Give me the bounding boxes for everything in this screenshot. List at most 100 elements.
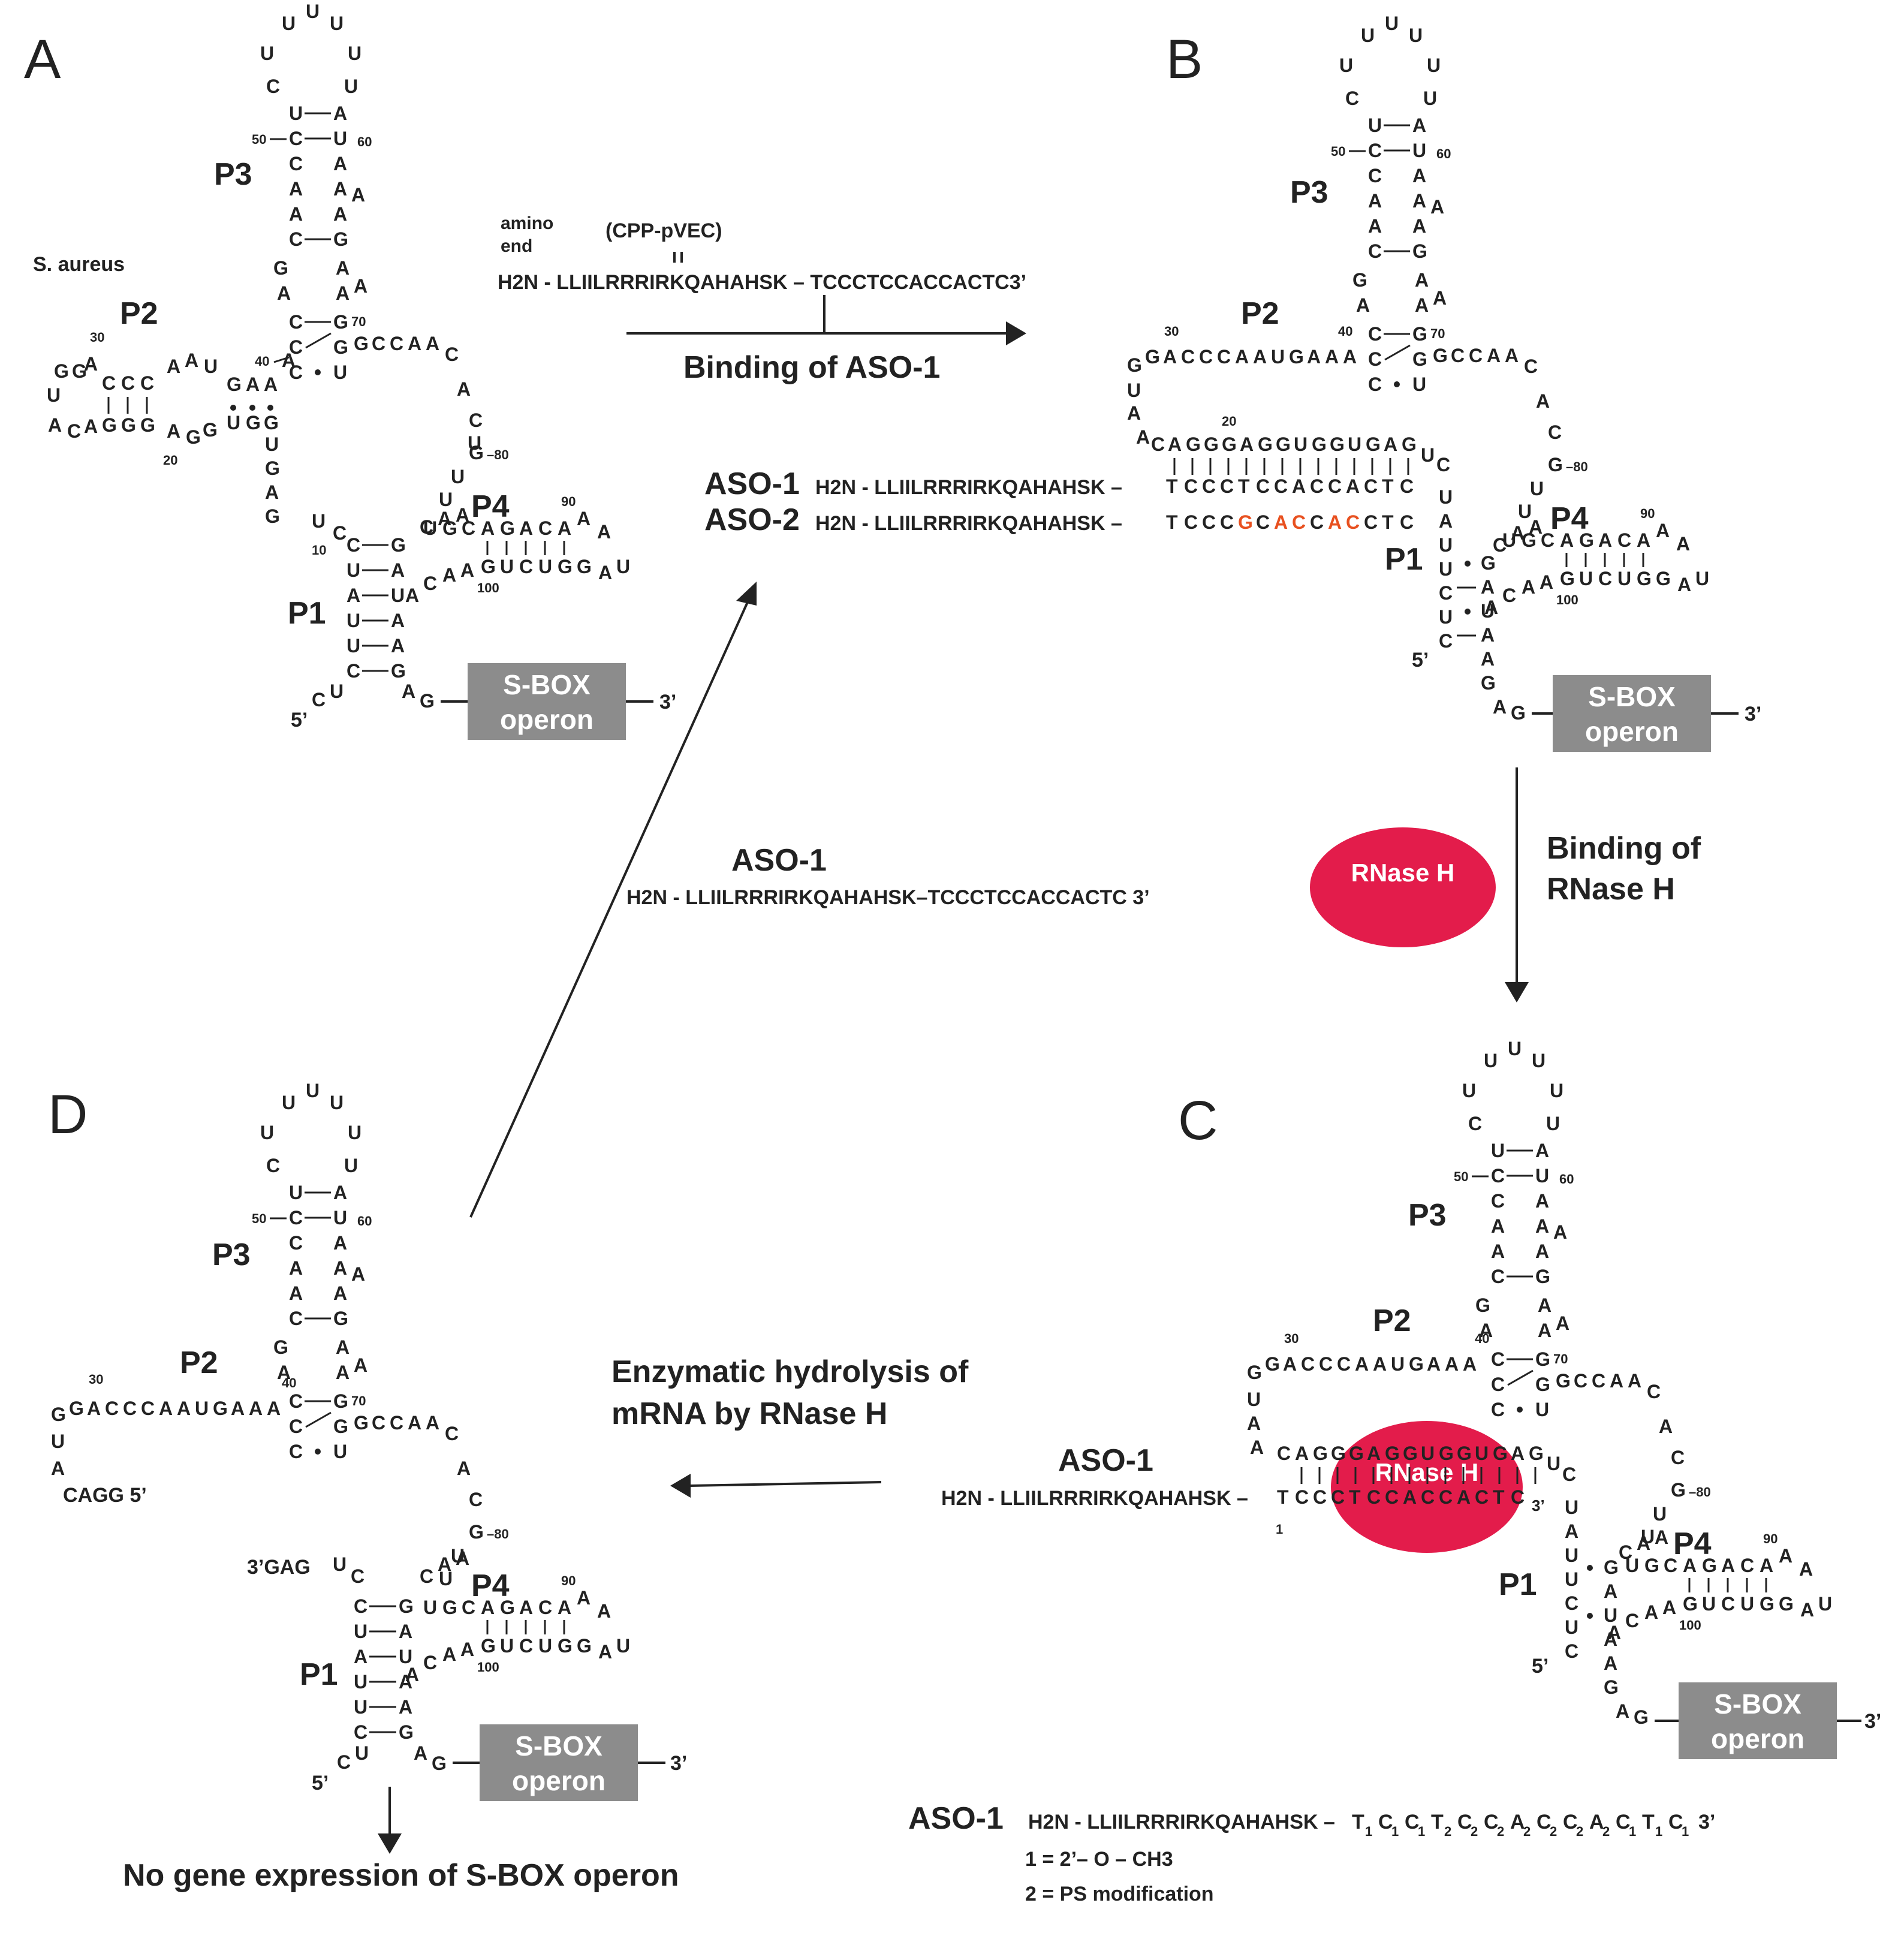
base-pair-bond — [1384, 344, 1411, 361]
position-number: 30 — [1284, 1331, 1299, 1346]
nucleotide: U — [227, 412, 240, 433]
nucleotide: G — [1656, 568, 1671, 589]
nucleotide: C — [1439, 582, 1453, 604]
nucleotide: G — [1529, 1443, 1544, 1464]
wobble-pair-dot — [1465, 561, 1471, 567]
nucleotide: C — [390, 1412, 403, 1434]
nucleotide: U — [330, 1092, 344, 1113]
nucleotide: A — [1430, 196, 1444, 218]
legend-base: C — [1484, 1811, 1499, 1833]
nucleotide: U — [1502, 529, 1516, 551]
nucleotide: A — [598, 562, 612, 583]
nucleotide: U — [260, 43, 274, 64]
nucleotide: C — [519, 556, 533, 577]
nucleotide: U — [355, 1742, 369, 1764]
legend-modification-index: 1 — [1655, 1824, 1662, 1839]
legend-modification-index: 2 — [1497, 1824, 1504, 1839]
nucleotide: A — [399, 1696, 412, 1718]
position-number: 100 — [477, 580, 499, 595]
nucleotide: A — [282, 350, 296, 371]
nucleotide: C — [1292, 511, 1306, 533]
nucleotide: C — [289, 1416, 303, 1437]
nucleotide: G — [1186, 433, 1201, 455]
nucleotide: C — [1502, 585, 1516, 606]
nucleotide: G — [481, 556, 496, 577]
nucleotide: G — [1475, 1294, 1490, 1316]
nucleotide: G — [1671, 1479, 1686, 1501]
organism-label: S. aureus — [33, 253, 125, 276]
base-pair-bond — [305, 332, 332, 349]
nucleotide: A — [351, 1263, 365, 1285]
nucleotide: C — [420, 1565, 433, 1587]
position-number: –80 — [1566, 459, 1588, 474]
nucleotide: T — [1238, 475, 1250, 497]
p1-label: P1 — [288, 596, 326, 631]
nucleotide: C — [1256, 475, 1270, 497]
nucleotide: A — [1487, 345, 1501, 366]
nucleotide: U — [538, 556, 552, 577]
legend-base: C — [1405, 1811, 1420, 1833]
nucleotide: A — [1511, 522, 1525, 544]
nucleotide: G — [577, 556, 592, 577]
nucleotide: A — [1343, 346, 1357, 368]
nucleotide: A — [1637, 529, 1650, 551]
nucleotide: G — [333, 311, 348, 333]
operon-label: operon — [500, 704, 594, 735]
nucleotide: A — [457, 378, 471, 400]
nucleotide: A — [333, 103, 347, 124]
s-box-operon: S-BOX operon — [468, 663, 626, 740]
p4-label: P4 — [471, 1568, 510, 1603]
nucleotide: U — [354, 1696, 367, 1718]
nucleotide: A — [597, 521, 611, 543]
nucleotide: G — [399, 1721, 414, 1743]
nucleotide: C — [423, 573, 437, 594]
nucleotide: A — [1493, 696, 1507, 718]
nucleotide: A — [1307, 346, 1321, 368]
nucleotide: G — [246, 412, 261, 433]
nucleotide: A — [1484, 597, 1498, 618]
nucleotide: A — [1427, 1353, 1441, 1375]
s-box-label: S-BOX — [503, 669, 591, 700]
position-number: 50 — [1454, 1169, 1468, 1184]
nucleotide: U — [333, 362, 347, 383]
nucleotide: C — [1310, 511, 1324, 533]
nucleotide: U — [1439, 534, 1453, 556]
nucleotide: G — [558, 556, 573, 577]
nucleotide: C — [1217, 346, 1231, 368]
nucleotide: C — [469, 410, 483, 431]
s-box-box — [1553, 675, 1711, 752]
hydrolysis-label-1: Enzymatic hydrolysis of — [611, 1354, 969, 1389]
binding-arrow-head — [1006, 321, 1026, 345]
base-pair-bond — [305, 1411, 332, 1428]
nucleotide: A — [1481, 576, 1495, 598]
nucleotide: C — [1368, 240, 1382, 262]
nucleotide: C — [1313, 1486, 1327, 1508]
nucleotide: C — [1491, 1266, 1505, 1287]
legend-modification-index: 2 — [1471, 1824, 1478, 1839]
legend-aso1-label: ASO-1 — [908, 1801, 1004, 1836]
nucleotide: C — [445, 344, 459, 365]
wobble-pair-dot — [1587, 1565, 1593, 1571]
s-box-box — [480, 1724, 638, 1801]
panel-d-label: D — [48, 1084, 88, 1145]
nucleotide: A — [1415, 294, 1429, 316]
nucleotide: U — [1625, 1555, 1639, 1576]
wobble-pair-dot — [315, 369, 321, 375]
nucleotide: A — [1439, 510, 1453, 532]
nucleotide: U — [330, 13, 344, 34]
nucleotide: G — [1312, 433, 1327, 455]
p2-label: P2 — [1241, 296, 1279, 331]
nucleotide: U — [1535, 1165, 1549, 1187]
wobble-pair-dot — [267, 405, 273, 411]
nucleotide: U — [1565, 1568, 1578, 1590]
legend-base: C — [1616, 1811, 1631, 1833]
nucleotide: U — [468, 432, 481, 454]
position-number: 70 — [351, 1393, 366, 1408]
nucleotide: A — [1433, 287, 1447, 309]
nucleotide: G — [54, 360, 69, 382]
three-prime-end: 3’ — [659, 691, 676, 713]
p3-label: P3 — [214, 157, 252, 192]
nucleotide: A — [1535, 1190, 1549, 1212]
nucleotide: A — [1656, 520, 1670, 541]
nucleotide: U — [1535, 1399, 1549, 1420]
